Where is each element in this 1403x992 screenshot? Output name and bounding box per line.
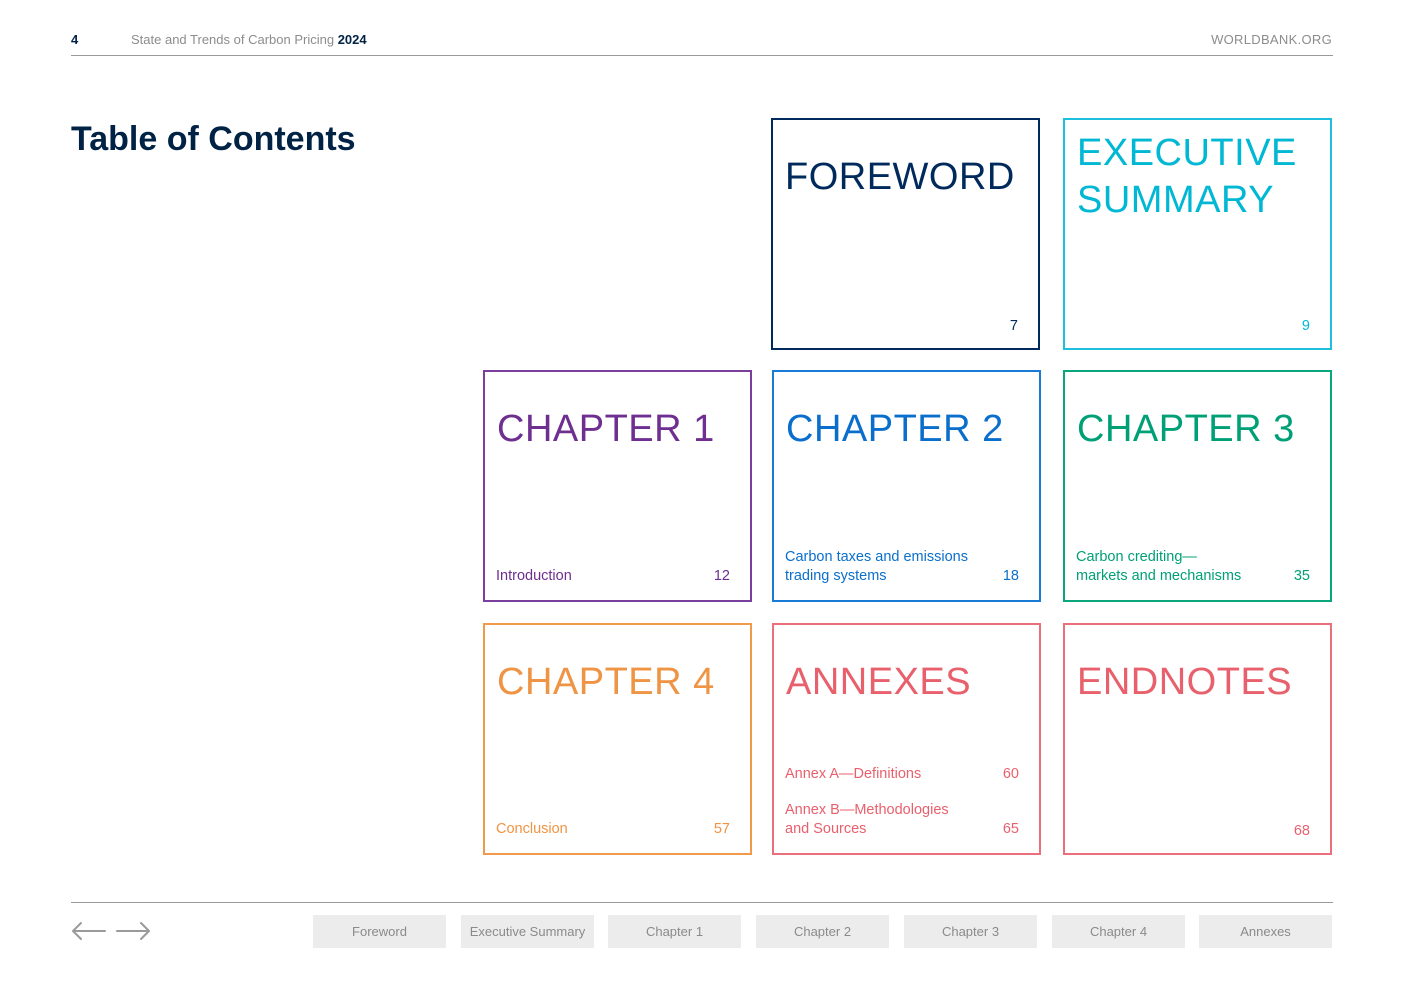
report-title: State and Trends of Carbon Pricing 2024 xyxy=(131,32,367,47)
report-year: 2024 xyxy=(337,32,367,47)
annex-a-page: 60 xyxy=(1002,766,1019,782)
tile-heading: ENDNOTES xyxy=(1077,661,1293,703)
page-title: Table of Contents xyxy=(71,120,356,158)
tile-entry: Carbon taxes and emissions trading syste… xyxy=(785,548,1019,586)
toc-tile-chapter-3[interactable]: CHAPTER 3 Carbon crediting— markets and … xyxy=(1063,370,1332,602)
nav-button-executive-summary[interactable]: Executive Summary xyxy=(461,915,594,948)
tile-entry: Introduction 12 xyxy=(496,567,730,586)
tile-heading: CHAPTER 3 xyxy=(1077,408,1295,450)
toc-tile-annexes[interactable]: ANNEXES Annex A—Definitions 60 Annex B—M… xyxy=(772,623,1041,855)
arrow-right-icon[interactable] xyxy=(116,919,152,943)
site-link[interactable]: WORLDBANK.ORG xyxy=(1211,32,1332,47)
tile-heading: ANNEXES xyxy=(786,661,972,703)
footer-divider xyxy=(71,902,1333,903)
tile-page-number: 12 xyxy=(713,568,730,584)
toc-tile-chapter-1[interactable]: CHAPTER 1 Introduction 12 xyxy=(483,370,752,602)
tile-subtitle: Conclusion xyxy=(496,821,568,837)
tile-page-number: 68 xyxy=(1293,823,1310,839)
annex-b-label-line2: and Sources xyxy=(785,821,867,837)
tile-page-number: 7 xyxy=(1009,318,1018,334)
tile-subtitle-line1: Carbon taxes and emissions xyxy=(785,549,968,565)
toc-tile-endnotes[interactable]: ENDNOTES 68 xyxy=(1063,623,1332,855)
tile-heading: FOREWORD xyxy=(785,156,1015,198)
arrow-left-icon[interactable] xyxy=(70,919,106,943)
nav-button-annexes[interactable]: Annexes xyxy=(1199,915,1332,948)
tile-heading-line1: EXECUTIVE xyxy=(1077,132,1297,174)
report-title-text: State and Trends of Carbon Pricing xyxy=(131,32,335,47)
tile-subtitle: Carbon taxes and emissions trading syste… xyxy=(785,548,968,586)
nav-button-foreword[interactable]: Foreword xyxy=(313,915,446,948)
annex-a-label: Annex A—Definitions xyxy=(785,766,922,782)
nav-button-chapter-3[interactable]: Chapter 3 xyxy=(904,915,1037,948)
tile-page-number: 35 xyxy=(1293,568,1310,584)
nav-button-chapter-2[interactable]: Chapter 2 xyxy=(756,915,889,948)
toc-tile-foreword[interactable]: FOREWORD 7 xyxy=(771,118,1040,350)
page-number: 4 xyxy=(71,32,79,47)
annex-b-label-line1: Annex B—Methodologies xyxy=(785,802,949,818)
tile-heading: CHAPTER 2 xyxy=(786,408,1004,450)
tile-entry: Carbon crediting— markets and mechanisms… xyxy=(1076,548,1310,586)
tile-heading-line2: SUMMARY xyxy=(1077,179,1275,221)
annex-a-entry[interactable]: Annex A—Definitions 60 xyxy=(785,765,1019,784)
tile-heading: CHAPTER 1 xyxy=(497,408,715,450)
tile-subtitle-line2: markets and mechanisms xyxy=(1076,568,1242,584)
tile-subtitle: Introduction xyxy=(496,568,572,584)
header-divider xyxy=(71,55,1333,56)
tile-heading: CHAPTER 4 xyxy=(497,661,715,703)
annex-b-entry[interactable]: Annex B—Methodologies and Sources 65 xyxy=(785,801,1019,839)
annex-b-page: 65 xyxy=(1002,821,1019,837)
tile-page-number: 9 xyxy=(1301,318,1310,334)
tile-subtitle-line2: trading systems xyxy=(785,568,887,584)
tile-subtitle-line1: Carbon crediting— xyxy=(1076,549,1197,565)
nav-button-chapter-1[interactable]: Chapter 1 xyxy=(608,915,741,948)
tile-page-number: 18 xyxy=(1002,568,1019,584)
toc-tile-executive-summary[interactable]: EXECUTIVE SUMMARY 9 xyxy=(1063,118,1332,350)
toc-tile-chapter-2[interactable]: CHAPTER 2 Carbon taxes and emissions tra… xyxy=(772,370,1041,602)
nav-button-chapter-4[interactable]: Chapter 4 xyxy=(1052,915,1185,948)
tile-subtitle: Carbon crediting— markets and mechanisms xyxy=(1076,548,1241,586)
tile-page-number: 57 xyxy=(713,821,730,837)
tile-heading: EXECUTIVE SUMMARY xyxy=(1077,130,1297,224)
tile-entry: Conclusion 57 xyxy=(496,820,730,839)
annex-b-label: Annex B—Methodologies and Sources xyxy=(785,801,949,839)
toc-tile-chapter-4[interactable]: CHAPTER 4 Conclusion 57 xyxy=(483,623,752,855)
